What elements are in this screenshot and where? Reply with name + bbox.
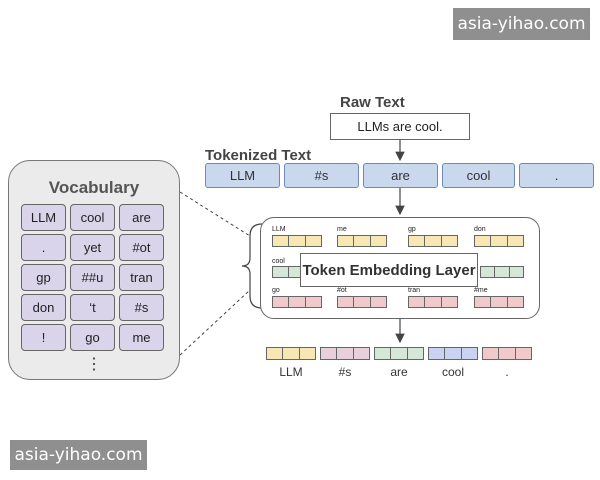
dashed-connector-top	[179, 191, 251, 237]
embedding-vector	[474, 296, 524, 308]
embedding-row-label: cool	[272, 258, 285, 265]
vocab-cell: ##u	[70, 264, 115, 291]
output-vector	[374, 347, 424, 360]
embedding-vector	[272, 296, 322, 308]
output-label: cool	[441, 365, 464, 379]
token-box: #s	[284, 163, 359, 188]
vocab-cell: .	[21, 234, 66, 261]
token-label: .	[554, 168, 559, 183]
token-box: are	[363, 163, 438, 188]
watermark-top: asia-yihao.com	[453, 8, 590, 40]
output-label: .	[505, 365, 509, 379]
raw-text-value: LLMs are cool.	[357, 119, 443, 134]
embedding-row-label: LLM	[272, 226, 286, 233]
embedding-vector	[272, 235, 322, 247]
vocabulary-title: Vocabulary	[48, 178, 140, 197]
token-label: #s	[314, 168, 329, 183]
embedding-row-label: don	[474, 226, 486, 233]
token-box: cool	[442, 163, 515, 188]
vocab-cell: cool	[70, 204, 115, 231]
embedding-row-label: me	[337, 226, 347, 233]
embedding-vector	[337, 296, 387, 308]
vocab-cell: don	[21, 294, 66, 321]
token-label: cool	[466, 168, 491, 183]
vocab-cell: are	[119, 204, 164, 231]
embedding-row-label: #me	[474, 287, 488, 294]
raw-text-heading: Raw Text	[340, 94, 405, 111]
output-vector	[266, 347, 316, 360]
output-label: LLM	[279, 365, 303, 379]
embedding-vector	[337, 235, 387, 247]
embedding-row-label: tran	[408, 287, 421, 294]
token-box: LLM	[205, 163, 280, 188]
token-box: .	[519, 163, 594, 188]
output-vector	[482, 347, 532, 360]
output-label: are	[390, 365, 408, 379]
vocab-cell: gp	[21, 264, 66, 291]
embedding-vector	[408, 235, 458, 247]
embedding-row-label: #ot	[337, 287, 347, 294]
output-vector	[320, 347, 370, 360]
token-label: LLM	[229, 168, 256, 183]
vocab-cell: tran	[119, 264, 164, 291]
embedding-vector	[474, 235, 524, 247]
embedding-layer-label: Token Embedding Layer	[300, 253, 478, 287]
vocab-cell: yet	[70, 234, 115, 261]
vocab-cell: go	[70, 324, 115, 351]
embedding-vector	[480, 266, 524, 278]
raw-text-box: LLMs are cool.	[330, 113, 470, 140]
vocab-cell: #s	[119, 294, 164, 321]
dashed-connector-bottom	[179, 289, 251, 356]
watermark-bottom: asia-yihao.com	[10, 440, 147, 470]
embedding-row-label: go	[272, 287, 280, 294]
tokenized-text-heading: Tokenized Text	[205, 147, 312, 164]
vocabulary-more-indicator: ⋮	[86, 356, 102, 373]
vocab-cell: me	[119, 324, 164, 351]
embedding-row-label: gp	[408, 226, 416, 233]
embedding-vector	[408, 296, 458, 308]
brace	[241, 223, 263, 309]
vocab-cell: LLM	[21, 204, 66, 231]
vocab-cell: !	[21, 324, 66, 351]
vocab-cell: #ot	[119, 234, 164, 261]
embedding-layer-title: Token Embedding Layer	[302, 261, 476, 279]
vocab-cell: ‘t	[70, 294, 115, 321]
token-label: are	[391, 168, 410, 183]
output-label: #s	[338, 365, 352, 379]
output-vector	[428, 347, 478, 360]
